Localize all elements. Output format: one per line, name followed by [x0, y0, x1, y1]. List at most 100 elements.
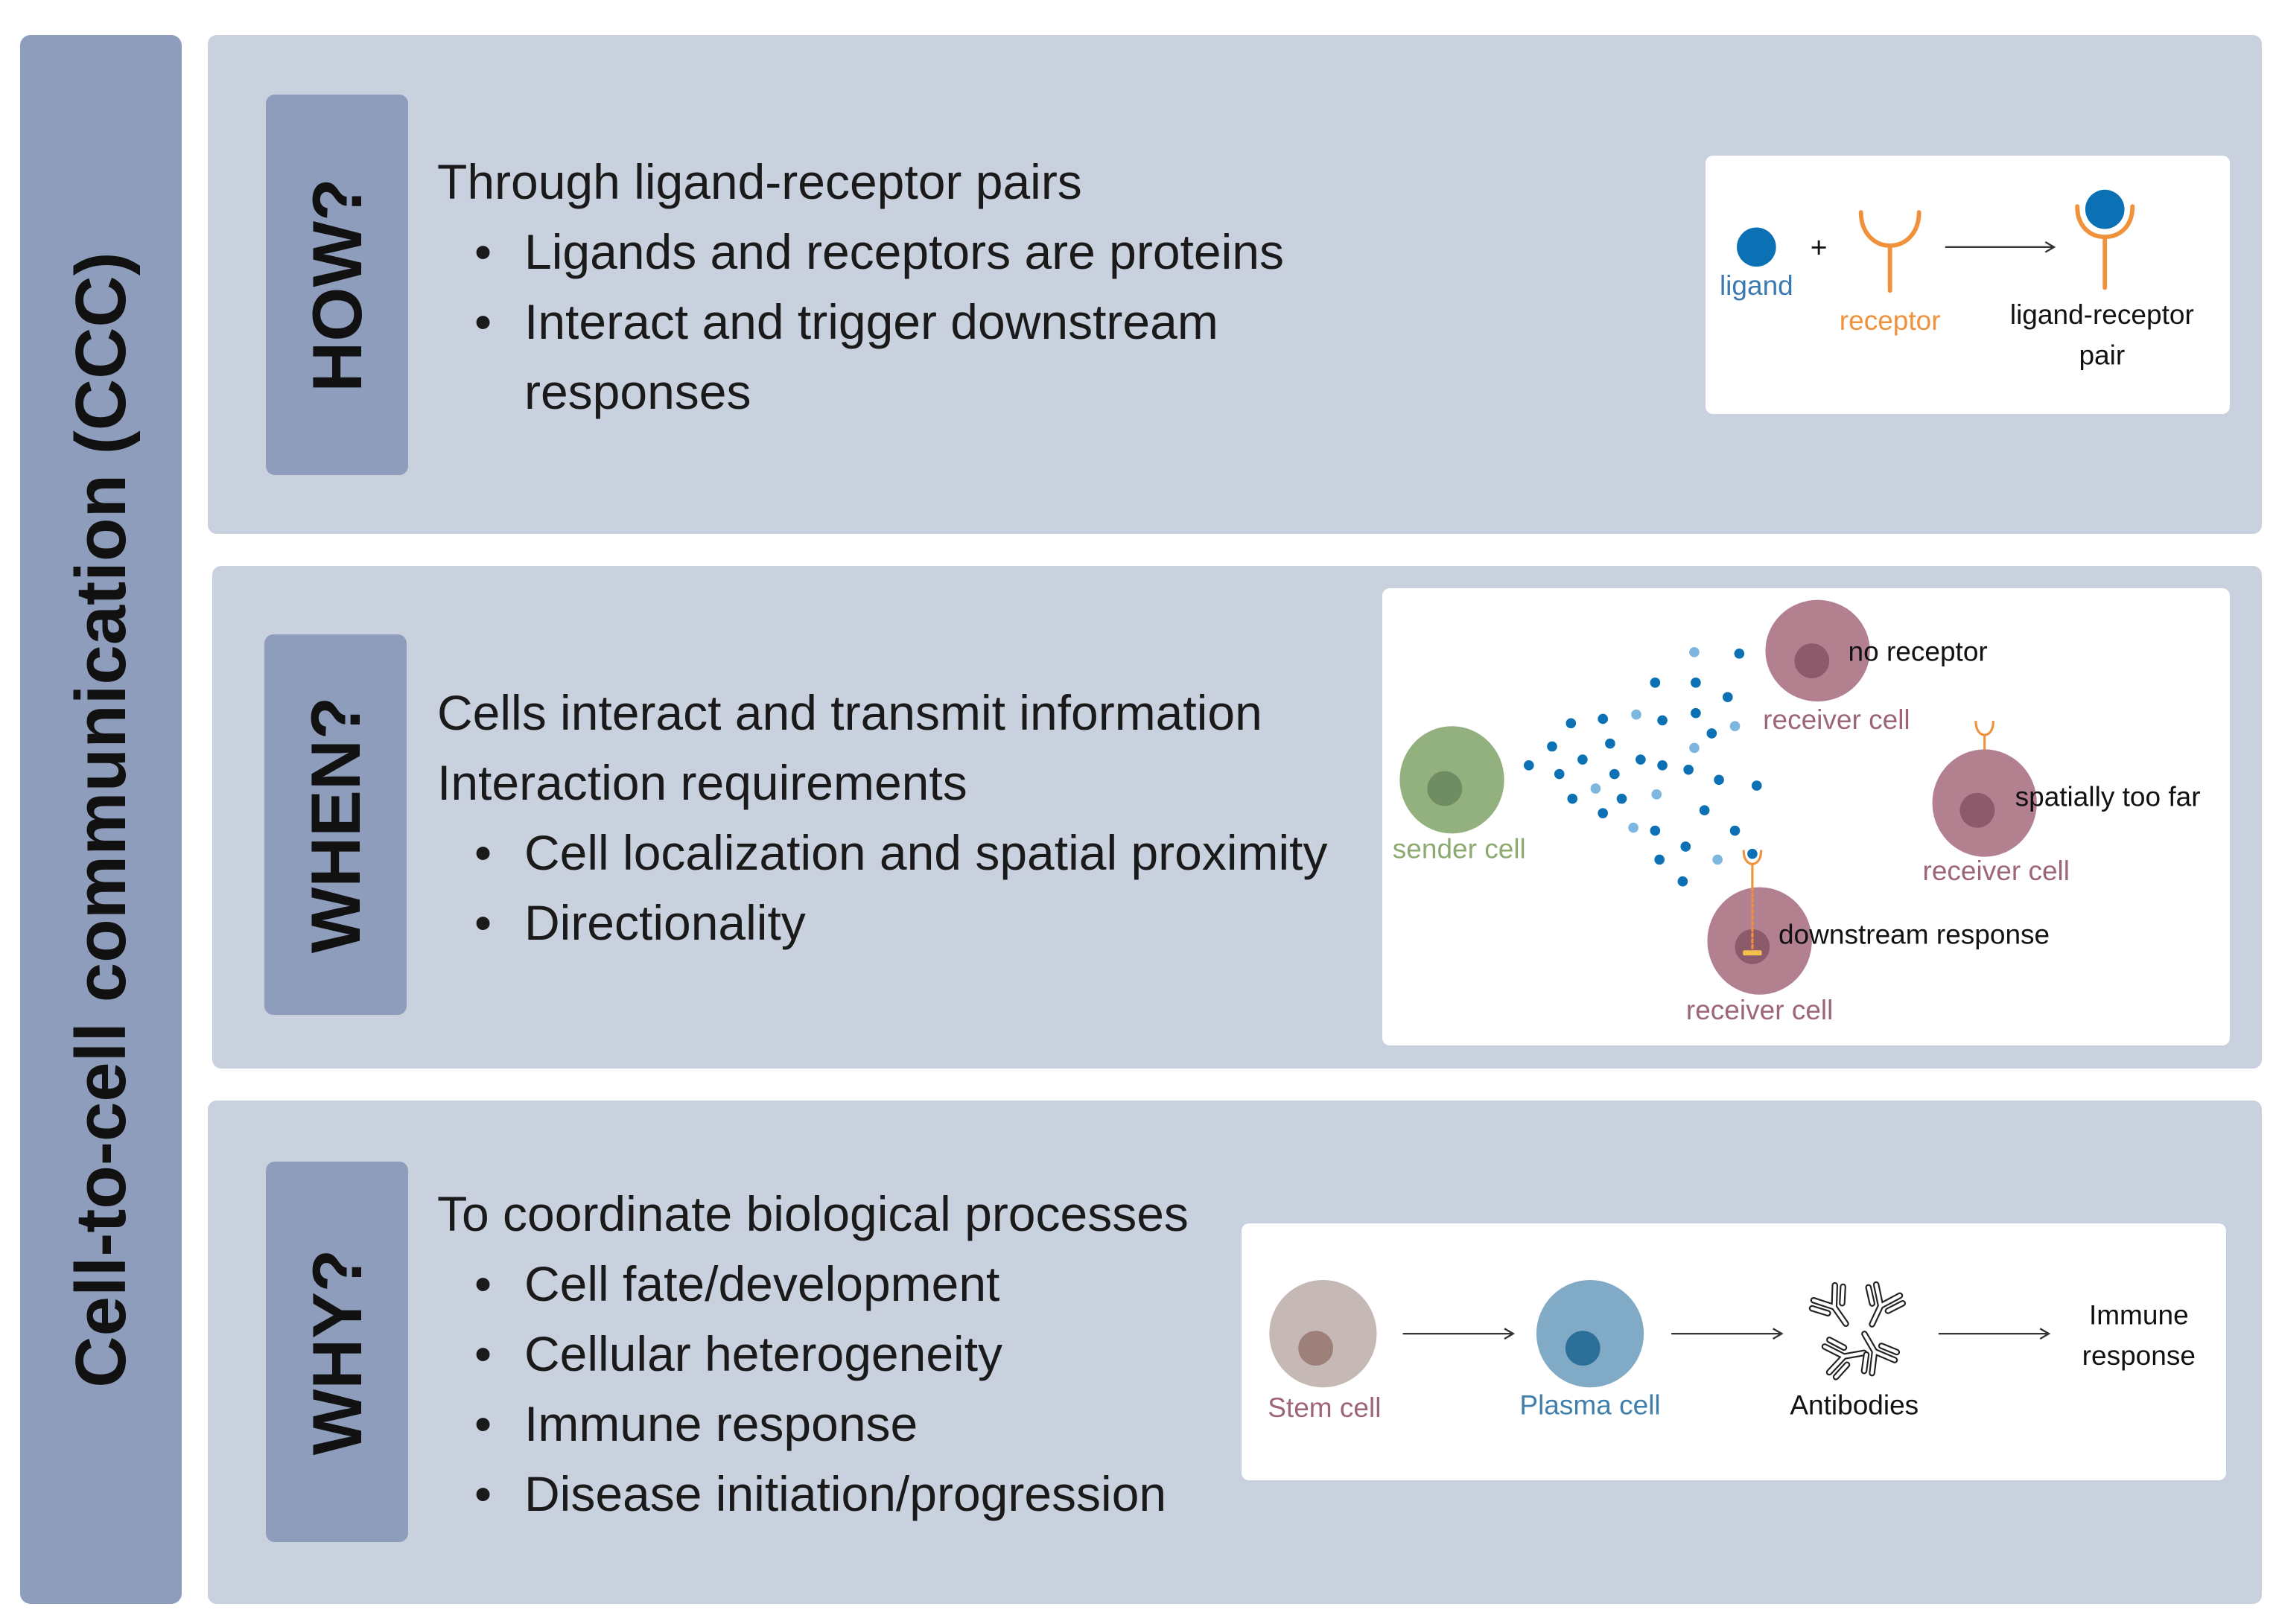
sender-cell-label: sender cell: [1393, 833, 1526, 864]
ligand-dot: [1567, 793, 1578, 804]
receptor: [1858, 210, 1921, 293]
no-receptor-label: no receptor: [1849, 636, 1988, 667]
bullet-item: Disease initiation/progression: [437, 1459, 1227, 1529]
ligand: [1737, 227, 1776, 267]
ligand-dot: [1657, 715, 1668, 726]
ligand-dot: [1699, 805, 1710, 816]
why-bullets: Cell fate/development Cellular heterogen…: [437, 1249, 1227, 1529]
ligand-dot: [1628, 822, 1638, 833]
bullet-item: Immune response: [437, 1389, 1227, 1459]
ligand-dot: [1523, 760, 1534, 771]
bullet-item: Ligands and receptors are proteins: [437, 217, 1376, 287]
arrow: [1938, 1328, 2051, 1340]
antibody: [1848, 1325, 1899, 1376]
arrow: [1402, 1328, 1516, 1340]
ligand-dot: [1565, 718, 1577, 729]
ligand-dot: [1650, 825, 1661, 836]
ligand-dot: [1636, 754, 1646, 765]
receptor-label: receptor: [1840, 305, 1941, 336]
ligand-receptor-diagram: ligand + receptor ligand-receptor pair: [1706, 156, 2230, 414]
ligand-dot: [1689, 742, 1700, 754]
antibody: [1809, 1282, 1862, 1335]
receiver-cell-label: receiver cell: [1686, 994, 1833, 1025]
receiver-cell-label: receiver cell: [1763, 704, 1910, 735]
why-panel: WHY? To coordinate biological processes …: [208, 1101, 2262, 1604]
outcome-label-line1: Immune: [2089, 1299, 2189, 1330]
when-line: Interaction requirements: [437, 755, 967, 810]
ligand-receptor-svg: ligand + receptor ligand-receptor pair: [1720, 189, 2194, 371]
ligand-dot: [1547, 741, 1557, 752]
plasma-cell-label: Plasma cell: [1519, 1389, 1660, 1420]
ligand-dot: [1554, 768, 1565, 780]
bound-ligand: [1747, 848, 1758, 859]
ligand-dot: [1751, 780, 1762, 791]
why-label: WHY?: [297, 1249, 376, 1455]
how-label: HOW?: [297, 177, 376, 392]
when-bullets: Cell localization and spatial proximity …: [437, 818, 1376, 958]
ligand-label: ligand: [1720, 270, 1793, 301]
ligand-dot: [1683, 764, 1694, 775]
ligand-dot: [1722, 692, 1733, 703]
when-line: Cells interact and transmit information: [437, 685, 1262, 740]
immune-pathway-diagram: Stem cell Plasma cell Antibodies Immune …: [1242, 1223, 2226, 1480]
ligand-dot: [1650, 677, 1661, 688]
stem-cell-label: Stem cell: [1268, 1392, 1381, 1423]
bullet-item: Cell localization and spatial proximity: [437, 818, 1376, 888]
receiver-cell-label: receiver cell: [1923, 855, 2070, 886]
receiver-nucleus: [1959, 792, 1995, 828]
title-bar: Cell-to-cell communication (CCC): [20, 35, 182, 1604]
antibody: [1855, 1282, 1905, 1332]
ligand-dot: [1598, 713, 1609, 725]
ligand-dot: [1609, 768, 1620, 780]
pair-receptor: [2075, 204, 2135, 290]
signaling-svg: sender cell: [1393, 599, 2201, 1025]
ligand-dot: [1680, 841, 1691, 852]
how-text: Through ligand-receptor pairs Ligands an…: [437, 147, 1376, 427]
ligand-dot: [1657, 760, 1668, 771]
ligand-dot: [1706, 728, 1717, 739]
how-heading: Through ligand-receptor pairs: [437, 154, 1082, 209]
how-panel: HOW? Through ligand-receptor pairs Ligan…: [208, 35, 2262, 534]
ligand-dot: [1729, 825, 1741, 836]
pair-ligand: [2085, 189, 2125, 229]
ligand-dot: [1605, 738, 1615, 749]
arrow: [1671, 1328, 1784, 1340]
plus-sign: +: [1811, 232, 1828, 264]
antibody: [1824, 1334, 1868, 1378]
antibodies-label: Antibodies: [1790, 1389, 1919, 1420]
ligand-dot: [1631, 709, 1641, 720]
ligand-dot: [1598, 808, 1609, 818]
how-bullets: Ligands and receptors are proteins Inter…: [437, 217, 1376, 427]
why-label-box: WHY?: [266, 1162, 408, 1542]
bullet-item: Interact and trigger downstream response…: [437, 287, 1376, 427]
ligand-dot: [1651, 789, 1662, 800]
page-title: Cell-to-cell communication (CCC): [60, 251, 141, 1388]
ligand-dot: [1590, 783, 1601, 794]
when-label: WHEN?: [296, 696, 375, 953]
how-label-box: HOW?: [266, 95, 408, 475]
immune-pathway-svg: Stem cell Plasma cell Antibodies Immune …: [1268, 1223, 2196, 1423]
spatially-too-far-label: spatially too far: [2015, 780, 2201, 812]
pair-label-line2: pair: [2079, 340, 2125, 371]
sender-nucleus: [1427, 771, 1463, 806]
receptor: [1974, 720, 1994, 752]
bullet-item: Cellular heterogeneity: [437, 1319, 1227, 1389]
response-marker: [1743, 950, 1762, 956]
ligand-dots: [1523, 647, 1762, 887]
ligand-dot: [1689, 647, 1700, 657]
when-label-box: WHEN?: [264, 634, 407, 1015]
ligand-dot: [1691, 677, 1701, 688]
signaling-diagram: sender cell: [1382, 588, 2230, 1045]
when-panel: WHEN? Cells interact and transmit inform…: [212, 566, 2262, 1069]
receptor: [1742, 850, 1763, 889]
downstream-response-label: downstream response: [1778, 919, 2050, 950]
why-heading: To coordinate biological processes: [437, 1186, 1189, 1241]
why-text: To coordinate biological processes Cell …: [437, 1179, 1227, 1529]
ligand-dot: [1691, 707, 1701, 719]
ligand-dot: [1577, 754, 1588, 765]
receiver-nucleus: [1794, 643, 1830, 678]
stem-nucleus: [1298, 1331, 1334, 1366]
ligand-dot: [1616, 793, 1627, 804]
ligand-dot: [1734, 648, 1745, 659]
plasma-nucleus: [1565, 1331, 1600, 1366]
